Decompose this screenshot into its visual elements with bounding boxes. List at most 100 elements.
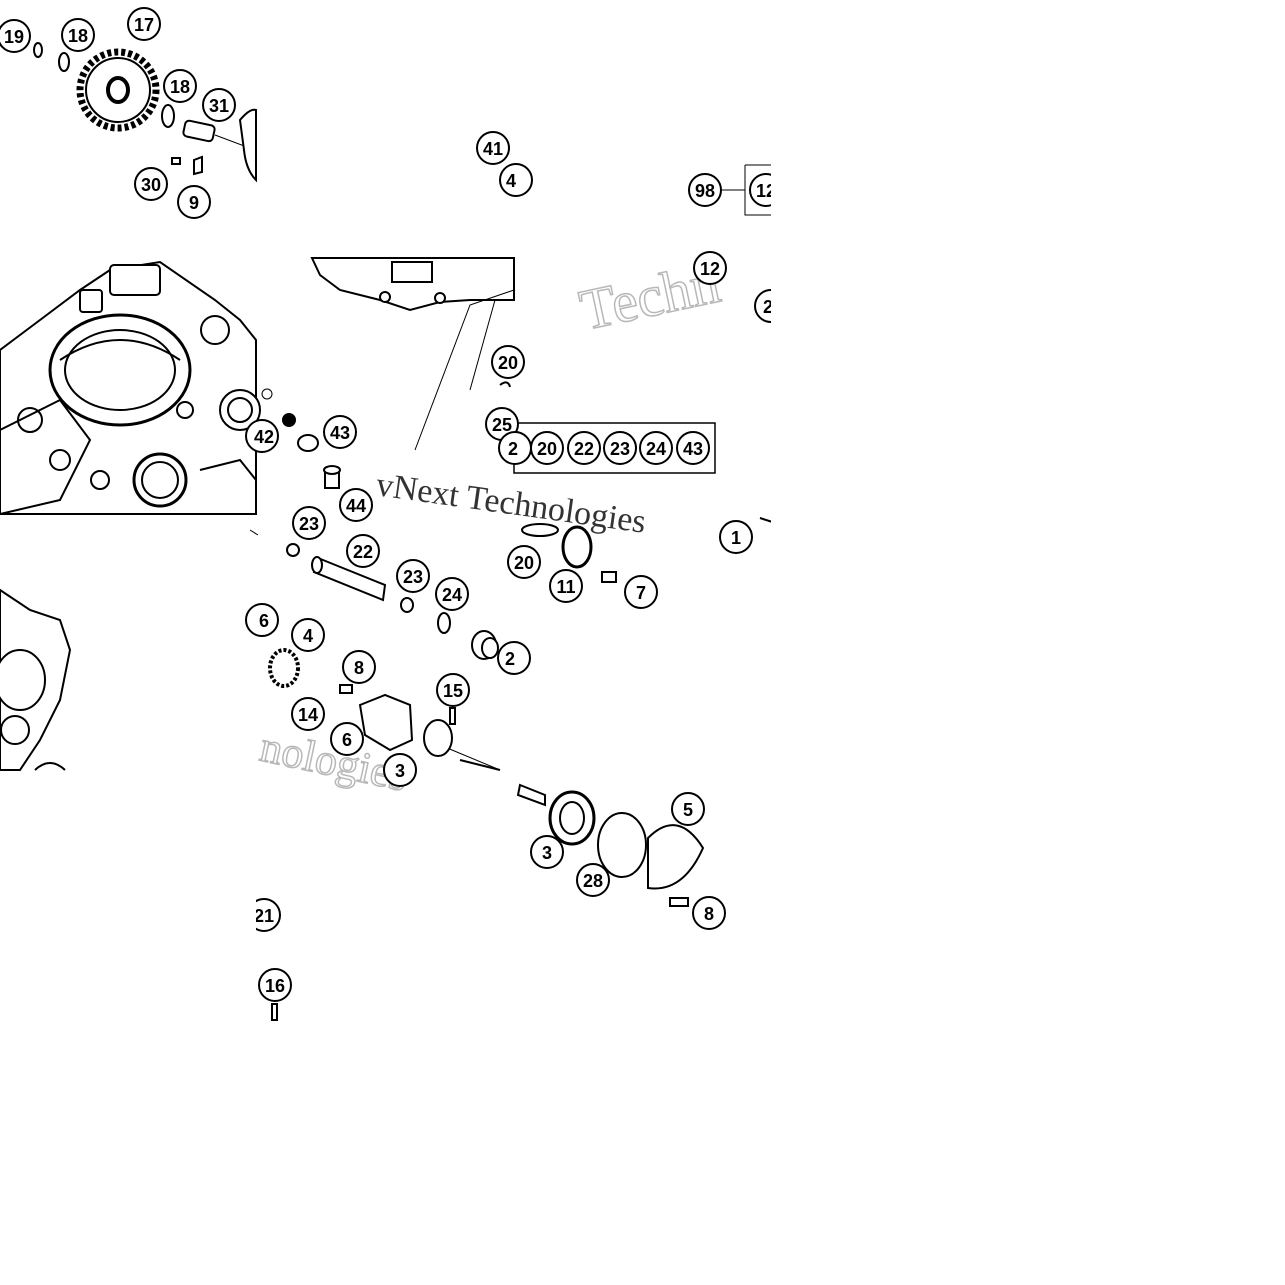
callout-2: 2 [497,641,531,675]
blank-area [0,1028,771,1285]
svg-text:20: 20 [537,439,557,459]
svg-text:15: 15 [443,681,463,701]
svg-text:24: 24 [646,439,666,459]
small-parts [261,381,511,489]
kit-callout: 20 [530,431,564,465]
kit-box-callouts: 2 20 22 23 24 43 [498,431,710,465]
callout-23: 23 [396,559,430,593]
svg-text:16: 16 [265,976,285,996]
water-pump-parts [268,517,786,1021]
svg-text:4: 4 [303,626,313,646]
blank-area [0,771,256,1028]
leader-lines [249,164,771,771]
svg-text:1: 1 [731,528,741,548]
svg-text:98: 98 [695,181,715,201]
watermark: Techn vNext Technologies nologies [255,249,726,801]
callout-43: 43 [323,415,357,449]
crankcase-cover-fragment [310,257,515,312]
blank-area [771,0,1285,1285]
svg-text:5: 5 [683,800,693,820]
callout-7: 7 [624,575,658,609]
svg-text:14: 14 [298,705,318,725]
svg-text:11: 11 [556,577,575,597]
crankcase-housing [0,260,261,515]
svg-text:19: 19 [4,27,24,47]
svg-text:24: 24 [442,585,462,605]
svg-text:8: 8 [354,658,364,678]
callouts: 19 18 17 18 31 30 9 41 4 98 12 12 2 42 4… [0,7,788,1002]
callout-8: 8 [342,650,376,684]
callout-20: 20 [507,545,541,579]
callout-12: 12 [693,251,727,285]
sprocket-gear [76,48,160,132]
svg-text:22: 22 [574,439,594,459]
svg-text:8: 8 [704,904,714,924]
callout-3: 3 [383,753,417,787]
callout-18: 18 [163,69,197,103]
svg-text:41: 41 [483,139,503,159]
callout-22: 22 [346,534,380,568]
svg-text:43: 43 [683,439,703,459]
svg-text:7: 7 [636,583,646,603]
callout-4: 4 [291,618,325,652]
bushing [171,119,216,176]
svg-text:6: 6 [259,611,269,631]
callout-15: 15 [436,673,470,707]
callout-6: 6 [330,722,364,756]
svg-text:18: 18 [170,77,190,97]
svg-text:23: 23 [610,439,630,459]
callout-18: 18 [61,18,95,52]
callout-9: 9 [177,185,211,219]
callout-44: 44 [339,488,373,522]
svg-text:20: 20 [498,353,518,373]
callout-14: 14 [291,697,325,731]
svg-text:25: 25 [492,415,512,435]
callout-23: 23 [292,506,326,540]
callout-98: 98 [688,173,722,207]
kit-callout: 24 [639,431,673,465]
crankcase-lower [0,588,72,771]
callout-1: 1 [719,520,753,554]
kit-callout: 43 [676,431,710,465]
callout-11: 11 [549,569,583,603]
callout-24: 24 [435,577,469,611]
svg-text:31: 31 [209,96,229,116]
callout-4: 4 [499,163,533,197]
callout-31: 31 [202,88,236,122]
callout-17: 17 [127,7,161,41]
watermark-text: vNext Technologies [374,466,648,540]
svg-text:30: 30 [141,175,161,195]
svg-text:6: 6 [342,730,352,750]
svg-text:3: 3 [395,761,405,781]
svg-text:18: 18 [68,26,88,46]
callout-6: 6 [245,603,279,637]
kit-callout: 23 [603,431,637,465]
callout-30: 30 [134,167,168,201]
callout-41: 41 [476,131,510,165]
callout-8: 8 [692,896,726,930]
callout-5: 5 [671,792,705,826]
svg-text:2: 2 [763,297,773,317]
svg-text:23: 23 [299,514,319,534]
svg-text:28: 28 [583,871,603,891]
callout-20: 20 [491,345,525,379]
svg-text:42: 42 [254,427,274,447]
svg-text:12: 12 [700,259,720,279]
svg-text:9: 9 [189,193,199,213]
callout-19: 19 [0,19,31,53]
svg-text:44: 44 [346,496,366,516]
washer-rings [33,42,647,878]
kit-callout: 2 [498,431,532,465]
svg-text:22: 22 [353,542,373,562]
svg-text:2: 2 [508,439,518,459]
svg-text:2: 2 [505,649,515,669]
svg-text:3: 3 [542,843,552,863]
svg-text:43: 43 [330,423,350,443]
callout-28: 28 [576,863,610,897]
svg-text:4: 4 [506,171,516,191]
svg-text:20: 20 [514,553,534,573]
callout-3: 3 [530,835,564,869]
kit-callout: 22 [567,431,601,465]
callout-16: 16 [258,968,292,1002]
